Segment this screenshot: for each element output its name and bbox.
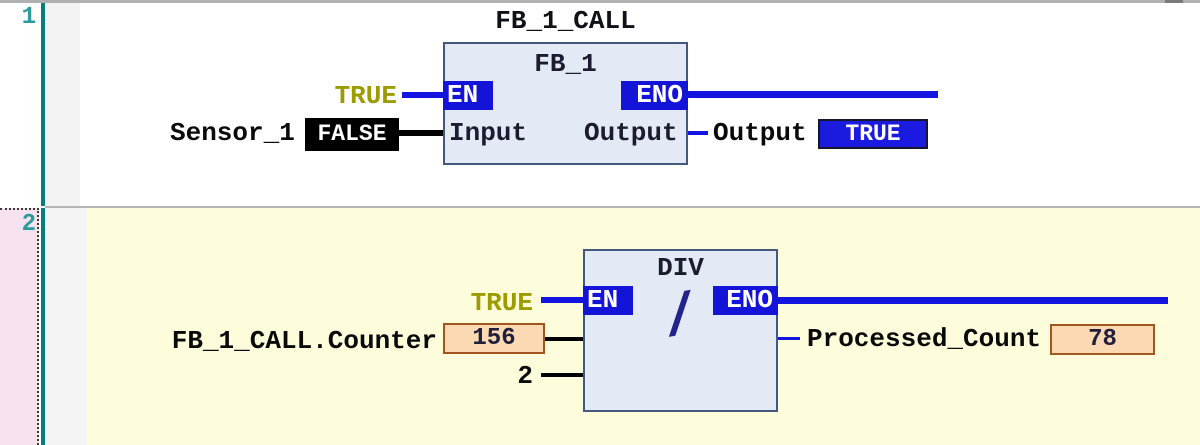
sensor-operand-label[interactable]: Sensor_1 bbox=[170, 118, 295, 148]
network-1-line-number[interactable]: 1 bbox=[21, 4, 36, 31]
fb-input-pin-label[interactable]: Input bbox=[449, 118, 528, 148]
scrollbar-thumb[interactable] bbox=[1165, 0, 1183, 3]
network-separator bbox=[45, 206, 1200, 208]
counter-monitor-value-box[interactable]: 156 bbox=[443, 323, 545, 354]
fb-en-operand-value[interactable]: TRUE bbox=[334, 81, 397, 111]
fb-en-box[interactable]: EN bbox=[443, 81, 493, 110]
div-block-header: DIV bbox=[657, 253, 704, 283]
network-1-gutter[interactable] bbox=[45, 3, 80, 206]
fb-input-wire bbox=[399, 130, 443, 136]
fb-block-header: FB_1 bbox=[534, 49, 597, 79]
divisor-constant[interactable]: 2 bbox=[517, 361, 533, 391]
fb-output-wire bbox=[688, 131, 708, 135]
output-operand-label[interactable]: Output bbox=[713, 118, 807, 148]
div-output-wire bbox=[778, 337, 800, 340]
div-in2-wire bbox=[541, 373, 583, 377]
div-in1-wire bbox=[545, 337, 583, 341]
fb-output-pin-label[interactable]: Output bbox=[584, 118, 678, 148]
counter-operand-label[interactable]: FB_1_CALL.Counter bbox=[171, 326, 437, 356]
div-block[interactable] bbox=[583, 249, 778, 412]
fb-eno-box[interactable]: ENO bbox=[621, 81, 688, 110]
sensor-monitor-value-box[interactable]: FALSE bbox=[305, 118, 399, 151]
network-2-gutter[interactable] bbox=[45, 208, 87, 445]
fb-eno-rail bbox=[688, 91, 938, 98]
div-en-wire bbox=[541, 297, 583, 303]
fb-en-wire bbox=[402, 92, 443, 98]
fb-instance-title[interactable]: FB_1_CALL bbox=[495, 6, 636, 36]
network-2-line-number[interactable]: 2 bbox=[21, 211, 36, 238]
top-pane-divider bbox=[0, 0, 1200, 3]
network-2-rail bbox=[41, 208, 45, 445]
div-en-operand-value[interactable]: TRUE bbox=[470, 288, 533, 318]
processed-count-value-box[interactable]: 78 bbox=[1050, 324, 1155, 355]
div-en-box[interactable]: EN bbox=[583, 286, 633, 315]
processed-count-label[interactable]: Processed_Count bbox=[807, 324, 1042, 354]
div-eno-box[interactable]: ENO bbox=[713, 286, 778, 315]
network-1-rail bbox=[41, 3, 45, 206]
div-eno-rail bbox=[778, 297, 1168, 304]
output-monitor-value-box[interactable]: TRUE bbox=[818, 119, 928, 149]
network-2-selection-gutter[interactable] bbox=[0, 208, 39, 445]
